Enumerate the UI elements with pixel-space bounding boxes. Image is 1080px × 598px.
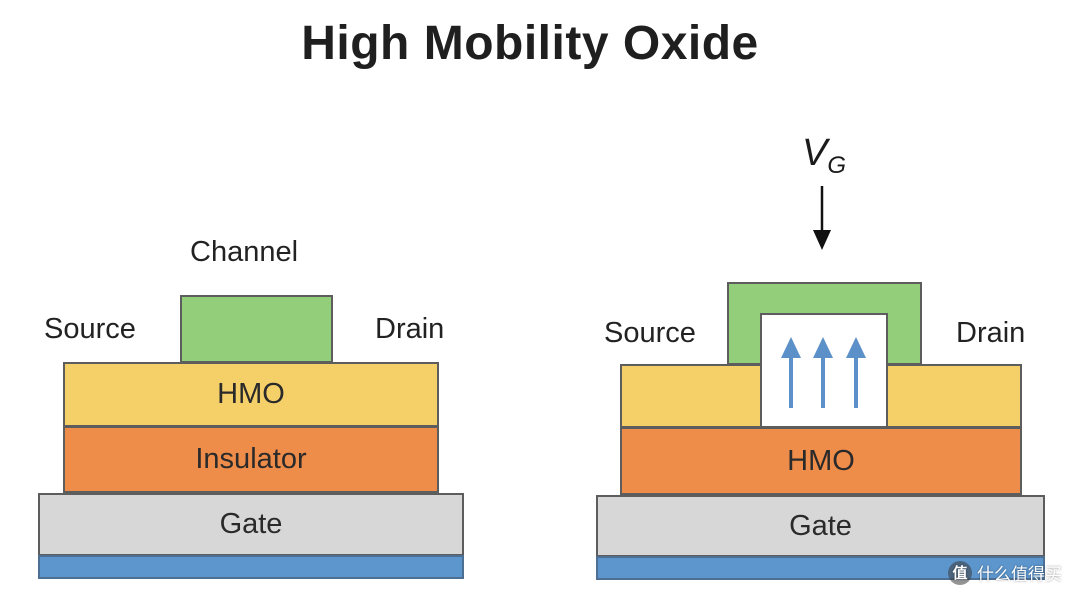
watermark-text: 什么值得买 <box>977 565 1062 584</box>
left-drain-label: Drain <box>375 313 445 345</box>
gate-voltage-arrow <box>813 186 831 250</box>
left-hmo-layer: HMO <box>63 362 439 427</box>
left-insulator-layer: Insulator <box>63 426 439 493</box>
right-hmo-label: HMO <box>787 444 855 477</box>
left-gate-layer: Gate <box>38 493 464 556</box>
left-gate-label: Gate <box>219 508 283 540</box>
left-hmo-label: HMO <box>217 378 285 410</box>
diagram-title: High Mobility Oxide <box>301 17 759 70</box>
right-drain-label: Drain <box>956 317 1026 349</box>
left-insulator-label: Insulator <box>195 443 307 475</box>
left-channel-label: Channel <box>190 236 299 268</box>
right-gate-label: Gate <box>789 509 852 542</box>
right-source-label: Source <box>604 317 696 349</box>
right-gate-layer: Gate <box>596 495 1045 557</box>
right-hmo-layer: HMO <box>620 427 1022 495</box>
left-substrate-layer <box>38 555 464 579</box>
watermark: 值 什么值得买 <box>948 560 1062 585</box>
vg-symbol: V <box>802 132 828 174</box>
right-channel-window <box>760 313 888 428</box>
vg-subscript: G <box>827 152 847 179</box>
left-source-label: Source <box>44 313 136 345</box>
watermark-logo-icon: 值 <box>948 560 972 585</box>
gate-voltage-label: VG <box>802 132 846 180</box>
left-channel-block <box>180 295 333 363</box>
